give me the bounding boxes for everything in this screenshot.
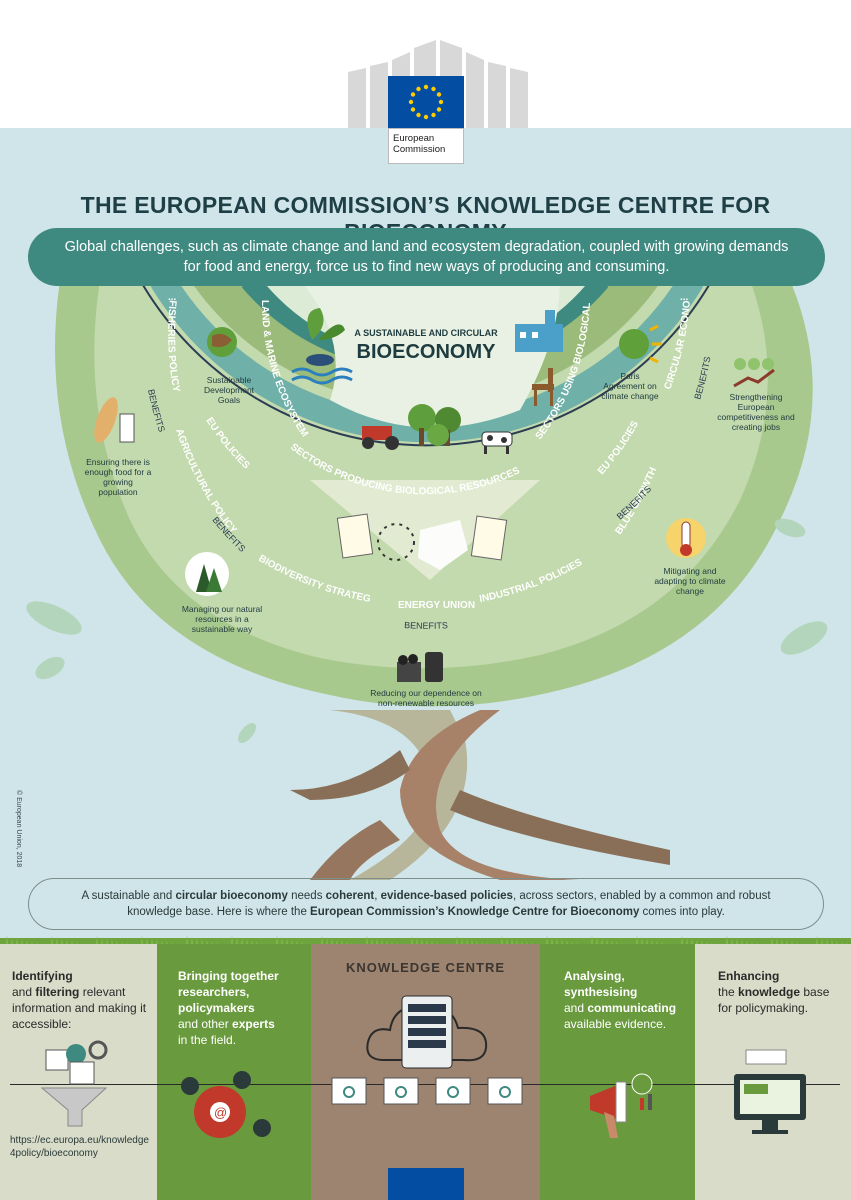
megaphone-icon	[590, 1073, 653, 1138]
benefit-competitiveness: Strengthening European competitiveness a…	[717, 392, 795, 432]
energy-union-label: ENERGY UNION	[398, 600, 475, 611]
benefit-food: Ensuring there is enough food for a grow…	[84, 457, 152, 497]
plant-fish-icon	[291, 308, 353, 385]
eu-star-icon	[436, 92, 442, 97]
eu-stars-icon	[408, 84, 444, 120]
knowledge-centre-url[interactable]: https://ec.europa.eu/knowledge4policy/bi…	[10, 1135, 149, 1159]
benefit-nonrenewable: Reducing our dependence on non-renewable…	[370, 688, 482, 708]
svg-text:@: @	[214, 1105, 227, 1120]
benefit-climate: Mitigating and adapting to climate chang…	[654, 566, 726, 596]
funnel-icon	[40, 1040, 108, 1127]
globe-sdg-icon	[207, 327, 237, 357]
bread-milk-icon	[94, 397, 135, 443]
forest-icon	[185, 552, 229, 596]
eu-star-icon	[416, 86, 421, 92]
globe-paris-icon	[619, 324, 662, 364]
column-knowledge-centre	[311, 944, 540, 1200]
knowledge-centre-title: KNOWLEDGE CENTRE	[346, 960, 505, 975]
ellipsis-left: ...	[168, 292, 177, 303]
benefits-label-3: BENEFITS	[404, 620, 448, 631]
growth-chart-icon	[733, 358, 775, 388]
column-bringing-text: Bringing together researchers, policymak…	[178, 969, 279, 1047]
experts-network-icon: @	[181, 1071, 271, 1138]
eu-star-icon	[416, 112, 421, 118]
benefits-arrow-ring	[142, 286, 710, 447]
bioeconomy-diagram: FISHERIES POLICY LAND & MARINE ECOSYSTEM…	[0, 286, 813, 707]
column-analysing	[540, 944, 695, 1200]
eu-star-icon	[408, 99, 414, 105]
column-bringing-together	[157, 944, 311, 1200]
note-text: A sustainable and circular bioeconomy ne…	[81, 890, 771, 918]
coal-oil-icon	[397, 652, 443, 682]
cow-icon	[481, 431, 513, 454]
eu-star-icon	[431, 86, 436, 92]
logo-line2-text: Commission	[393, 144, 446, 155]
eu-star-icon	[431, 112, 436, 118]
eu-star-icon	[438, 99, 444, 105]
eu-star-icon	[436, 107, 442, 112]
logo-line1-text: European	[393, 133, 435, 144]
documents-row-icon	[331, 1077, 523, 1105]
factory-icon	[515, 310, 563, 352]
tree-trunk	[290, 710, 670, 880]
chair-icon	[532, 368, 554, 406]
tractor-icon	[362, 426, 399, 450]
cloud-server-icon	[366, 995, 488, 1069]
eu-star-icon	[410, 107, 416, 112]
leaf-decor-left	[26, 601, 82, 680]
leaf-decor-center	[238, 723, 256, 743]
paris-label: Paris Agreement on climate change	[601, 371, 659, 401]
eu-star-icon	[423, 114, 429, 120]
knowledge-note: A sustainable and circular bioeconomy ne…	[28, 878, 824, 930]
benefit-natural-resources: Managing our natural resources in a sust…	[181, 604, 263, 634]
tree-icons	[408, 404, 461, 446]
leaf-decor-right	[774, 518, 828, 655]
challenge-banner: Global challenges, such as climate chang…	[28, 228, 825, 286]
center-title: BIOECONOMY	[357, 341, 497, 363]
connector-line	[10, 1084, 840, 1085]
copyright-text: © European Union, 2018	[15, 790, 22, 868]
eu-star-icon	[410, 92, 416, 97]
ellipsis-right: ...	[680, 292, 689, 303]
policy-documents-icon	[336, 513, 508, 570]
eu-blue-tab	[388, 1168, 464, 1200]
center-subtitle: A SUSTAINABLE AND CIRCULAR	[354, 328, 498, 338]
header-area: European Commission	[0, 0, 851, 164]
column-enhancing	[695, 944, 851, 1200]
ec-wordmark-box: European Commission	[388, 128, 464, 164]
monitor-icon	[734, 1049, 806, 1134]
thermometer-icon	[666, 518, 706, 558]
eu-star-icon	[423, 84, 429, 90]
sdg-label: Sustainable Development Goals	[203, 375, 255, 405]
eu-flag	[388, 76, 464, 128]
